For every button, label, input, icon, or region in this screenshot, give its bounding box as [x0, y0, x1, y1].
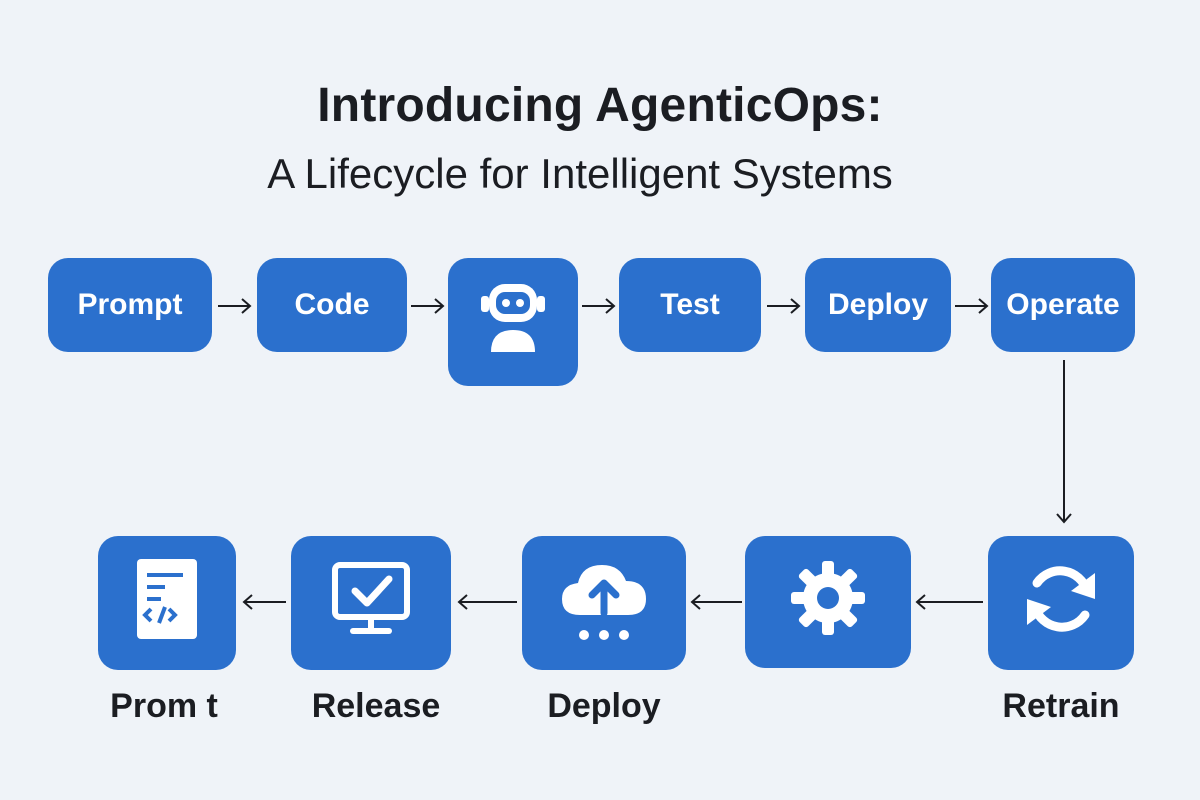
step-release — [291, 536, 451, 670]
arrow-left-3 — [457, 594, 517, 610]
step-deploy-cloud — [522, 536, 686, 670]
arrow-left-4 — [242, 594, 286, 610]
step-retrain — [988, 536, 1134, 670]
step-operate-label: Operate — [1006, 288, 1120, 321]
step-code-label: Code — [294, 288, 370, 321]
step-deploy-label: Deploy — [827, 288, 929, 321]
step-prompt-doc — [98, 536, 236, 670]
arrow-right-1 — [218, 298, 252, 314]
monitor-check-icon — [325, 553, 417, 653]
step-deploy: Deploy — [805, 258, 951, 352]
robot-icon — [471, 276, 555, 368]
gear-icon — [783, 553, 873, 651]
document-code-icon — [127, 553, 207, 653]
refresh-icon — [1015, 553, 1107, 653]
arrow-left-1 — [915, 594, 983, 610]
step-operate: Operate — [991, 258, 1135, 352]
arrow-right-3 — [582, 298, 616, 314]
step-configure — [745, 536, 911, 668]
arrow-right-2 — [411, 298, 445, 314]
arrow-down — [1056, 360, 1072, 524]
caption-release: Release — [311, 687, 441, 725]
arrow-left-2 — [690, 594, 742, 610]
diagram-title: Introducing AgenticOps: — [317, 79, 883, 132]
diagram-subtitle: A Lifecycle for Intelligent Systems — [267, 150, 893, 197]
step-prompt-label: Prompt — [77, 288, 183, 321]
caption-retrain: Retrain — [1002, 687, 1120, 725]
step-test-label: Test — [660, 288, 720, 321]
arrow-right-4 — [767, 298, 801, 314]
step-code: Code — [257, 258, 407, 352]
arrow-right-5 — [955, 298, 989, 314]
caption-prompt: Prom t — [110, 687, 218, 725]
step-prompt: Prompt — [48, 258, 212, 352]
caption-deploy: Deploy — [547, 687, 661, 725]
step-test: Test — [619, 258, 761, 352]
cloud-upload-icon — [554, 551, 654, 655]
step-agent — [448, 258, 578, 386]
